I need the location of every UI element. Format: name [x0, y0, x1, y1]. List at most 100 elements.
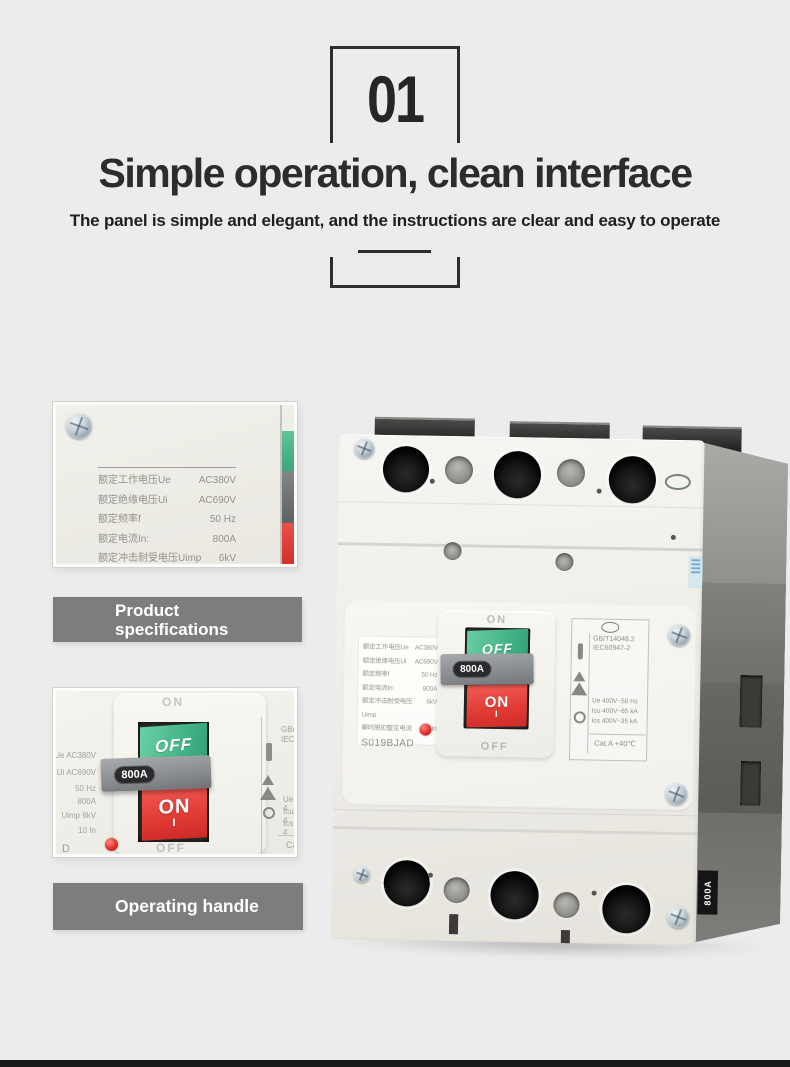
partial-spec-text: 800A	[77, 797, 96, 806]
phase-barrier-hole	[556, 458, 586, 488]
terminal-hole	[608, 455, 657, 504]
spec-value: AC380V	[414, 644, 438, 652]
section-subtitle: The panel is simple and elegant, and the…	[69, 211, 721, 230]
on-mark: I	[172, 816, 177, 830]
spec-name: 额定电流In:	[98, 533, 150, 545]
pin-hole	[596, 488, 602, 494]
standard-text: GB/T14048.2	[593, 635, 635, 644]
operating-handle: 800A	[100, 755, 212, 792]
plate-bottom-mark: OFF	[156, 841, 186, 855]
section-number-frame: 01	[330, 46, 460, 143]
pin-hole	[670, 534, 676, 540]
terminal-hole	[601, 884, 651, 934]
side-rating-label: 800A	[697, 870, 718, 914]
spec-name: 额定频率f	[98, 514, 141, 525]
terminal-notch	[560, 930, 571, 944]
spec-row: 额定电流In: 800A	[98, 530, 236, 550]
cert-sep-line	[589, 733, 646, 736]
off-tab-sliver	[282, 431, 294, 471]
screw-icon	[667, 905, 690, 929]
ornament-bracket-bottom	[330, 257, 460, 288]
qr-sticker	[689, 557, 703, 588]
trip-arrow-icon	[571, 682, 588, 696]
rating-text: Icu 400V~65 kA	[591, 707, 638, 716]
trip-arrow-icon	[262, 775, 274, 785]
terminal-notch	[448, 914, 459, 935]
spec-name: 额定频率f	[362, 670, 390, 678]
operating-handle: 800A	[440, 653, 534, 686]
partial-spec-text: 50 Hz	[75, 784, 96, 793]
spec-value: 800A	[212, 533, 236, 545]
partial-category-text: Ca	[286, 840, 297, 850]
off-symbol-circle-icon	[263, 807, 275, 819]
cert-divider-line	[261, 717, 262, 854]
spec-row: 额定绝缘电压Ui AC690V	[363, 654, 438, 669]
terminal-hole	[493, 450, 542, 499]
spec-value: AC380V	[198, 475, 236, 486]
handle-sliver	[282, 471, 294, 523]
pin-hole	[427, 872, 433, 878]
mounting-hole	[555, 552, 574, 572]
spec-row: 额定工作电压Ue AC380V	[98, 471, 236, 491]
spec-name: 额定工作电压Ue	[362, 643, 409, 652]
breaker-side-face: 800A	[694, 442, 789, 943]
rating-text: Ics 400V~35 kA	[591, 717, 638, 726]
trip-arrow-icon	[260, 787, 276, 800]
rating-text: Ue 400V~50 Hz	[591, 697, 639, 706]
case-seam	[338, 501, 704, 509]
mounting-hole	[443, 541, 462, 561]
spec-value: AC690V	[198, 494, 236, 506]
callout-operating-handle: Operating handle	[53, 883, 303, 930]
cert-divider-line	[587, 633, 591, 754]
section-title: Simple operation, clean interface	[98, 150, 693, 196]
spec-value: 50 Hz	[421, 671, 438, 679]
partial-rating-text: Ics 4	[283, 819, 294, 837]
case-step	[337, 542, 703, 552]
spec-name: 额定工作电压Ue	[98, 475, 171, 486]
spec-name: 额定冲击耐受电压Uimp	[98, 553, 202, 564]
phase-barrier-hole	[553, 891, 580, 919]
side-slot	[740, 761, 761, 805]
plate-top-mark: ON	[486, 613, 508, 627]
cert-edge-line	[296, 711, 297, 855]
ornament-dash	[358, 250, 431, 253]
red-indicator-dot	[105, 838, 118, 851]
spec-rows: 额定工作电压Ue AC380V 额定绝缘电压Ui AC690V 额定频率f 50 Hz…	[361, 641, 438, 737]
partial-cert-text: IEC6	[281, 735, 295, 744]
phase-barrier-hole	[443, 876, 470, 904]
on-mark: I	[494, 708, 499, 719]
terminal-hole	[383, 859, 431, 907]
callout-product-specifications: Product specifications	[53, 597, 302, 642]
ccc-mark-icon	[664, 473, 691, 491]
callout-label: Operating handle	[115, 896, 259, 916]
rating-badge: 800A	[452, 660, 492, 679]
ccc-mark-icon	[601, 621, 620, 634]
side-slot	[740, 675, 763, 727]
spec-name: 瞬时脱扣整定电流	[361, 724, 412, 733]
spec-row: 额定电流In:800A	[362, 681, 437, 696]
on-symbol-bar-icon	[577, 643, 584, 660]
side-step	[698, 582, 786, 683]
rating-badge: 800A	[113, 765, 156, 785]
partial-cert-text: GB/	[281, 725, 295, 734]
partial-rating-text: Icu 4	[283, 807, 294, 825]
section-number: 01	[366, 63, 425, 137]
cert-sep-line	[278, 835, 294, 836]
on-tab-sliver	[282, 523, 294, 564]
spec-value: AC690V	[414, 657, 438, 666]
breaker-front-face: 额定工作电压Ue AC380V 额定绝缘电压Ui AC690V 额定频率f 50 Hz…	[330, 434, 705, 946]
screw-icon	[353, 866, 371, 883]
trip-arrow-icon	[573, 671, 586, 682]
spec-name: 额定绝缘电压Ui	[362, 657, 407, 665]
spec-label: 额定工作电压Ue AC380V 额定绝缘电压Ui AC690V 额定频率f 50 Hz…	[357, 636, 443, 749]
partial-rating-text: Ue 4	[283, 795, 294, 813]
terminal-hole	[382, 445, 430, 493]
pin-hole	[429, 478, 435, 484]
